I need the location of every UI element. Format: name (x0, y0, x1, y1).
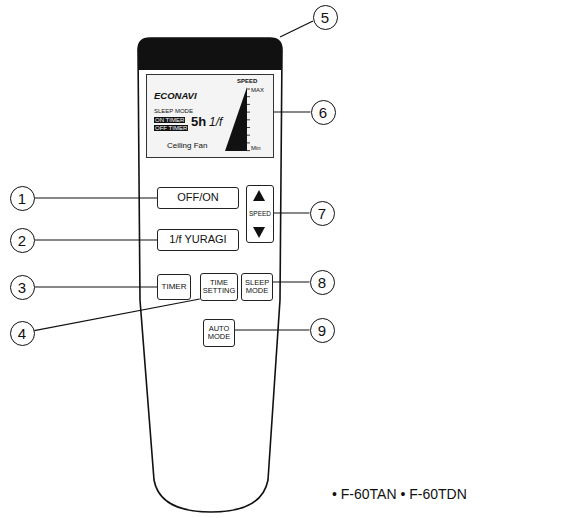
lcd-text: MAX (251, 87, 264, 93)
button-label: SLEEP MODE (245, 279, 269, 295)
scale-tick (247, 119, 250, 120)
scale-tick (247, 127, 250, 128)
callout-number: 3 (18, 279, 26, 296)
model-caption: • F-60TAN • F-60TDN (332, 486, 467, 502)
remote-button: TIMER (157, 274, 191, 300)
ir-emitter (138, 38, 282, 70)
callout-circle: 1 (10, 186, 35, 211)
speed-button: SPEED (246, 185, 274, 243)
remote-button: SLEEP MODE (241, 273, 273, 301)
leader-line (35, 197, 158, 198)
scale-tick (247, 96, 250, 97)
leader-line (273, 281, 310, 282)
leader-line (35, 239, 158, 240)
button-label: SPEED (249, 211, 271, 218)
button-label: 1/f YURAGI (169, 234, 226, 246)
callout-circle: 6 (311, 100, 336, 125)
lcd-text: OFF TIMER (154, 125, 188, 131)
leader-line (280, 21, 313, 37)
callout-circle: 9 (310, 318, 335, 343)
lcd-text: 1/f (209, 116, 222, 128)
scale-tick (247, 135, 250, 136)
lcd-text: 5h (191, 115, 206, 128)
callout-number: 8 (318, 274, 326, 291)
speed-wedge (225, 87, 247, 151)
callout-number: 7 (318, 205, 326, 222)
scale-tick (247, 112, 250, 113)
callout-number: 1 (18, 190, 26, 207)
button-label: AUTO MODE (208, 325, 231, 341)
callout-circle: 4 (10, 321, 35, 346)
callout-circle: 7 (310, 201, 335, 226)
scale-tick (247, 89, 250, 90)
remote-button: 1/f YURAGI (157, 229, 239, 251)
button-label: TIMER (162, 283, 187, 291)
callout-circle: 3 (10, 275, 35, 300)
leader-line (34, 299, 199, 331)
lcd-text: Ceiling Fan (167, 142, 207, 150)
lcd-text: SPEED (237, 78, 257, 84)
callout-number: 9 (318, 322, 326, 339)
lcd-text: Min (251, 145, 261, 151)
callout-circle: 8 (310, 270, 335, 295)
lcd-text: ECONAVI (154, 91, 197, 101)
lcd-text: SLEEP MODE (154, 108, 193, 114)
lcd-text: ON TIMER (154, 117, 185, 123)
remote-button: AUTO MODE (203, 319, 235, 347)
scale-tick (247, 150, 250, 151)
callout-circle: 5 (313, 5, 338, 30)
leader-line (235, 329, 310, 330)
leader-line (35, 286, 158, 287)
remote-body (138, 38, 282, 512)
leader-line (274, 212, 309, 213)
scale-tick (247, 142, 250, 143)
callout-number: 4 (18, 325, 26, 342)
lcd-display: SPEED ECONAVI SLEEP MODE ON TIMER OFF TIMER5… (146, 74, 274, 158)
button-label: TIME SETTING (203, 279, 236, 295)
up-arrow (253, 190, 265, 201)
scale-tick (247, 104, 250, 105)
callout-number: 2 (18, 232, 26, 249)
remote-button: TIME SETTING (200, 273, 239, 301)
remote-button: OFF/ON (157, 187, 239, 209)
leader-line (274, 111, 311, 112)
down-arrow (253, 227, 265, 238)
callout-number: 6 (319, 104, 327, 121)
button-label: OFF/ON (177, 192, 219, 204)
callout-circle: 2 (10, 228, 35, 253)
callout-number: 5 (321, 9, 329, 26)
